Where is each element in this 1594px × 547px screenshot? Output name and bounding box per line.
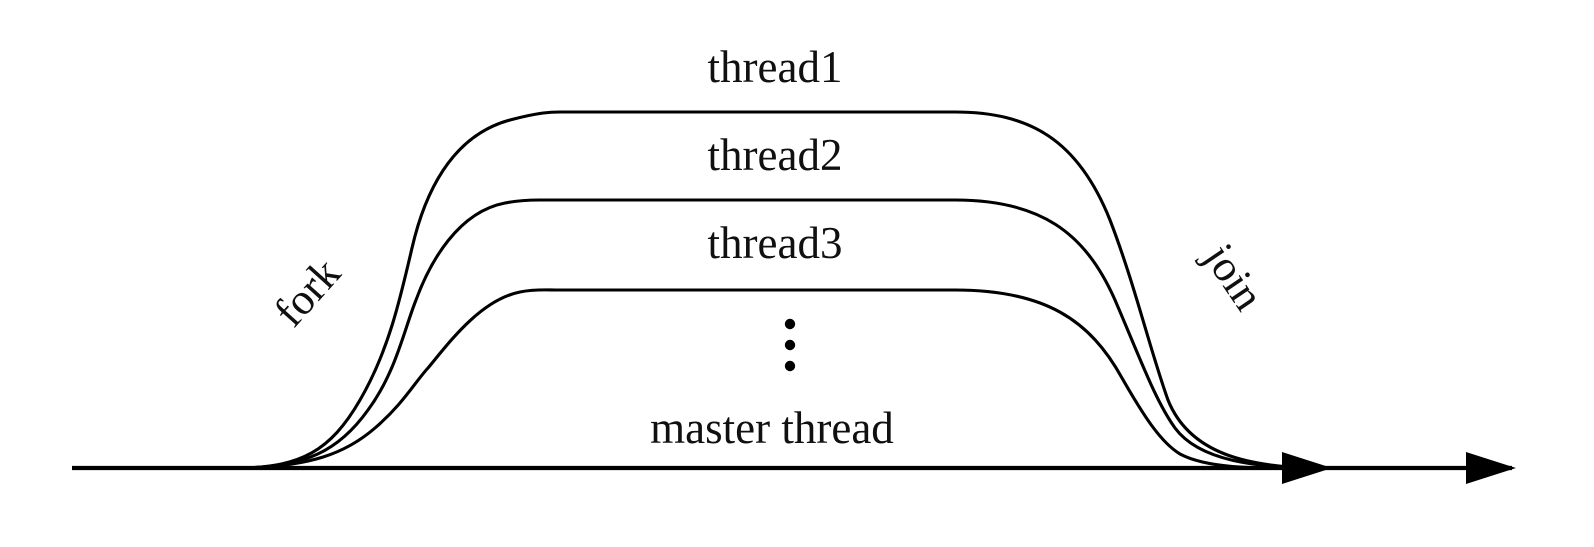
thread1-label: thread1 [708,42,843,92]
thread2-curve [244,198,1309,470]
vertical-ellipsis-icon [784,318,796,372]
axis-end-arrowhead-icon [1466,452,1516,484]
fork-label: fork [264,249,349,336]
thread3-label: thread3 [708,218,843,268]
thread3-curve [244,288,1309,470]
thread2-label: thread2 [708,130,843,180]
join-label: join [1193,233,1273,319]
thread1-curve [244,110,1309,470]
master-thread-label: master thread [650,403,894,453]
